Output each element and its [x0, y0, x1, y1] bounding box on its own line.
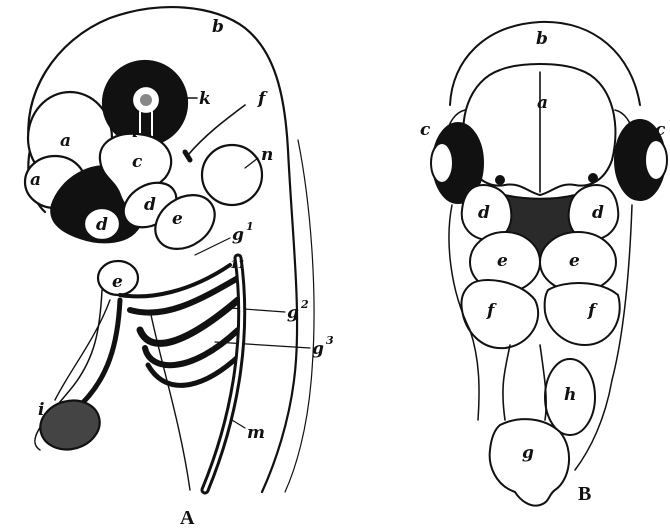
label-a-e-lower: e — [112, 272, 123, 292]
label-a-g2-sup: 2 — [300, 298, 309, 311]
label-b-e-left: e — [497, 251, 508, 271]
label-a-roman: 11 — [230, 258, 245, 271]
label-a-g2: g — [287, 303, 299, 323]
panel-a-n-vesicle — [202, 145, 262, 205]
label-b-c-right: c — [655, 120, 666, 140]
caption-b: B — [578, 483, 591, 505]
label-b-b: b — [536, 29, 548, 49]
label-a-n: n — [261, 145, 273, 165]
label-b-h: h — [564, 385, 576, 405]
label-b-d-right: d — [592, 203, 604, 223]
label-a-a-lower: a — [30, 170, 41, 190]
label-b-d-left: d — [478, 203, 490, 223]
label-a-l: l — [132, 122, 139, 142]
label-a-m: m — [247, 423, 265, 443]
label-a-k: k — [199, 89, 211, 109]
label-b-a: a — [537, 93, 548, 113]
label-a-f: f — [257, 89, 268, 109]
label-a-g1-sup: 1 — [246, 220, 254, 233]
panel-b-neck — [503, 345, 546, 420]
label-a-g3-sup: 3 — [326, 334, 334, 347]
panel-b-nasal-pit-left — [496, 176, 504, 184]
label-a-i: i — [38, 400, 44, 420]
label-a-a-upper: a — [60, 131, 71, 151]
panel-b-eye-right-lens — [645, 140, 667, 180]
label-a-d-upper: d — [144, 195, 156, 215]
label-a-e-upper: e — [172, 209, 183, 229]
panel-a-m-pointer — [232, 420, 245, 428]
panel-a-stalk-left — [55, 300, 110, 400]
panel-b-nasal-pit-right — [589, 174, 597, 182]
panel-b-lobe-f-right — [545, 283, 620, 345]
label-a-d-lower: d — [96, 215, 108, 235]
panel-b-drawing — [431, 22, 667, 506]
caption-a: A — [180, 507, 195, 529]
label-a-c: c — [132, 152, 143, 172]
label-b-e-right: e — [569, 251, 580, 271]
panel-b-eye-left-lens — [431, 143, 453, 183]
panel-a-drawing — [25, 7, 314, 492]
panel-a-eye-pupil — [140, 94, 152, 106]
label-b-c-left: c — [420, 120, 431, 140]
label-a-b: b — [212, 17, 224, 37]
label-a-g1: g — [232, 225, 244, 245]
label-b-g: g — [522, 443, 534, 463]
label-a-g3: g — [312, 339, 324, 359]
panel-a-bulb-i — [35, 394, 105, 456]
